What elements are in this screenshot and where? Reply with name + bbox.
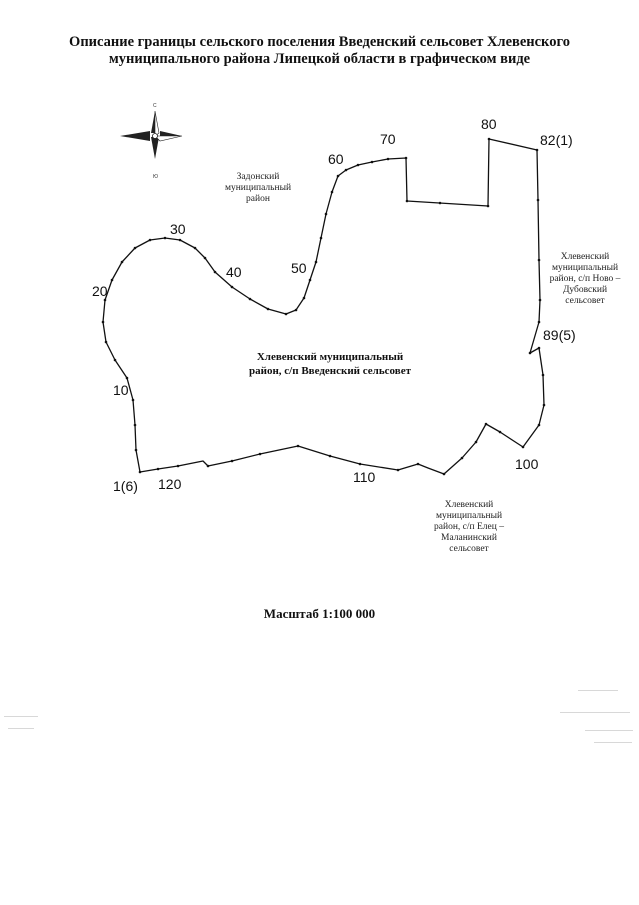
- compass-rose-icon: С Ю: [120, 103, 183, 180]
- svg-text:Дубовский: Дубовский: [563, 284, 607, 295]
- svg-text:сельсовет: сельсовет: [449, 544, 489, 554]
- settlement-boundary-line: [102, 138, 545, 475]
- point-label: 30: [170, 221, 186, 237]
- boundary-vertices: [101, 137, 546, 476]
- svg-text:Задонский: Задонский: [237, 171, 280, 182]
- title-line-1: Описание границы сельского поселения Вве…: [69, 34, 570, 50]
- svg-text:район, с/п Введенский сельсове: район, с/п Введенский сельсовет: [249, 365, 412, 377]
- zadonsky-district-label: Задонский муниципальный район: [225, 171, 291, 204]
- svg-text:район: район: [246, 193, 270, 204]
- point-labels: 1(6) 10 20 30 40 50 60 70 80 82(1) 89(5)…: [92, 116, 576, 494]
- point-label: 100: [515, 456, 539, 472]
- point-label: 20: [92, 283, 108, 299]
- svg-text:Хлевенский муниципальный: Хлевенский муниципальный: [257, 351, 404, 363]
- elets-malaninsky-label: Хлевенский муниципальный район, с/п Елец…: [434, 499, 504, 554]
- point-label: 80: [481, 116, 497, 132]
- svg-text:муниципальный: муниципальный: [225, 182, 291, 193]
- map-scale: Масштаб 1:100 000: [263, 606, 376, 621]
- compass-south-label: Ю: [153, 174, 158, 180]
- compass-north-label: С: [153, 103, 157, 109]
- point-label: 50: [291, 260, 307, 276]
- point-label: 110: [353, 469, 376, 485]
- svg-text:муниципальный: муниципальный: [436, 510, 502, 521]
- point-label: 60: [328, 151, 344, 167]
- point-label: 89(5): [543, 327, 576, 343]
- svg-text:сельсовет: сельсовет: [565, 296, 605, 306]
- point-label: 1(6): [113, 478, 138, 494]
- novo-dubovsky-label: Хлевенский муниципальный район, с/п Ново…: [550, 251, 621, 306]
- point-label: 40: [226, 264, 242, 280]
- point-label: 82(1): [540, 132, 573, 148]
- point-label: 120: [158, 476, 182, 492]
- svg-text:муниципальный: муниципальный: [552, 262, 618, 273]
- point-label: 10: [113, 382, 129, 398]
- vvedensky-settlement-label: Хлевенский муниципальный район, с/п Введ…: [249, 351, 412, 377]
- svg-text:Хлевенский: Хлевенский: [445, 499, 494, 510]
- svg-text:Хлевенский: Хлевенский: [561, 251, 610, 262]
- title-line-2: муниципального района Липецкой области в…: [108, 51, 531, 67]
- map-title: Описание границы сельского поселения Вве…: [40, 34, 599, 68]
- point-label: 70: [380, 131, 396, 147]
- svg-text:район, с/п Елец –: район, с/п Елец –: [434, 521, 504, 532]
- svg-text:район, с/п Ново –: район, с/п Ново –: [550, 273, 621, 284]
- svg-text:Маланинский: Маланинский: [441, 532, 497, 543]
